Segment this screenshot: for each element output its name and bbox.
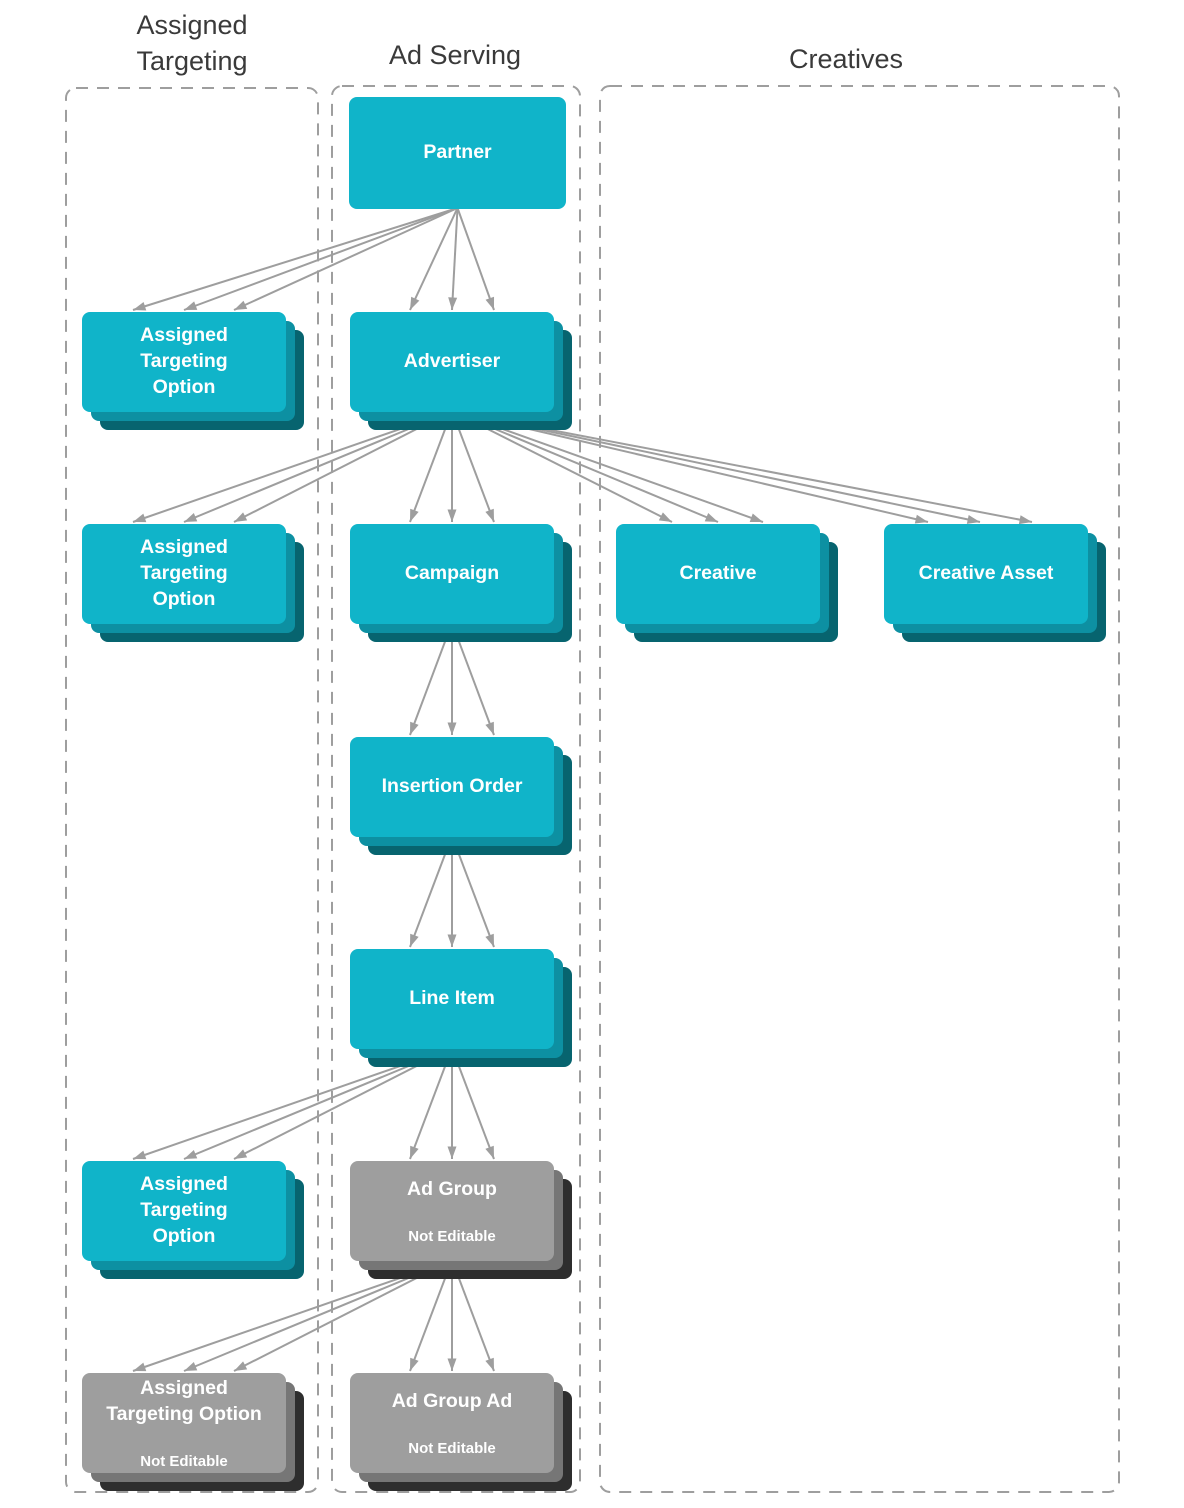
node-ato3-label: Assigned Targeting Option: [140, 1173, 228, 1247]
node-partner: Partner: [349, 97, 566, 209]
node-advertiser: Advertiser: [350, 312, 554, 412]
node-ad_group-label: Ad Group: [407, 1177, 497, 1200]
node-ato4-sublabel: Not Editable: [140, 1453, 228, 1471]
edge-partner-to-ato1: [183, 207, 458, 311]
node-ato2-label: Assigned Targeting Option: [140, 536, 228, 610]
node-line_item: Line Item: [350, 949, 554, 1049]
node-creative_asset-label: Creative Asset: [918, 562, 1054, 585]
node-campaign-label: Campaign: [404, 562, 500, 585]
column-container-assigned-targeting: [65, 87, 319, 1493]
edge-partner-to-advertiser: [456, 207, 495, 311]
column-header-ad-serving: Ad Serving: [388, 40, 522, 70]
node-creative-label: Creative: [679, 562, 757, 585]
column-container-creatives: [599, 85, 1120, 1493]
node-ad_group-sublabel: Not Editable: [408, 1228, 496, 1246]
node-insertion_order: Insertion Order: [350, 737, 554, 837]
node-creative: Creative: [616, 524, 820, 624]
node-ato1: Assigned Targeting Option: [82, 312, 286, 412]
edge-partner-to-ato1: [132, 207, 458, 311]
node-ato1-label: Assigned Targeting Option: [140, 324, 228, 398]
node-ato2: Assigned Targeting Option: [82, 524, 286, 624]
node-partner-label: Partner: [423, 141, 492, 164]
column-header-assigned-targeting: Assigned Targeting: [136, 10, 248, 76]
node-campaign: Campaign: [350, 524, 554, 624]
node-line_item-label: Line Item: [409, 987, 495, 1010]
node-ato3: Assigned Targeting Option: [82, 1161, 286, 1261]
edge-partner-to-advertiser: [409, 207, 459, 311]
edge-partner-to-advertiser: [448, 207, 459, 311]
edge-partner-to-ato1: [233, 207, 458, 311]
node-creative_asset: Creative Asset: [884, 524, 1088, 624]
node-ad_group_ad-label: Ad Group Ad: [391, 1389, 513, 1412]
column-header-creatives: Creatives: [788, 44, 904, 74]
node-ad_group_ad-sublabel: Not Editable: [408, 1440, 496, 1458]
node-insertion_order-label: Insertion Order: [381, 775, 523, 798]
column-container-ad-serving: [331, 85, 581, 1493]
node-advertiser-label: Advertiser: [403, 350, 501, 373]
node-ato4-label: Assigned Targeting Option: [106, 1376, 262, 1425]
node-ad_group_ad: Ad Group Ad Not Editable: [350, 1373, 554, 1473]
